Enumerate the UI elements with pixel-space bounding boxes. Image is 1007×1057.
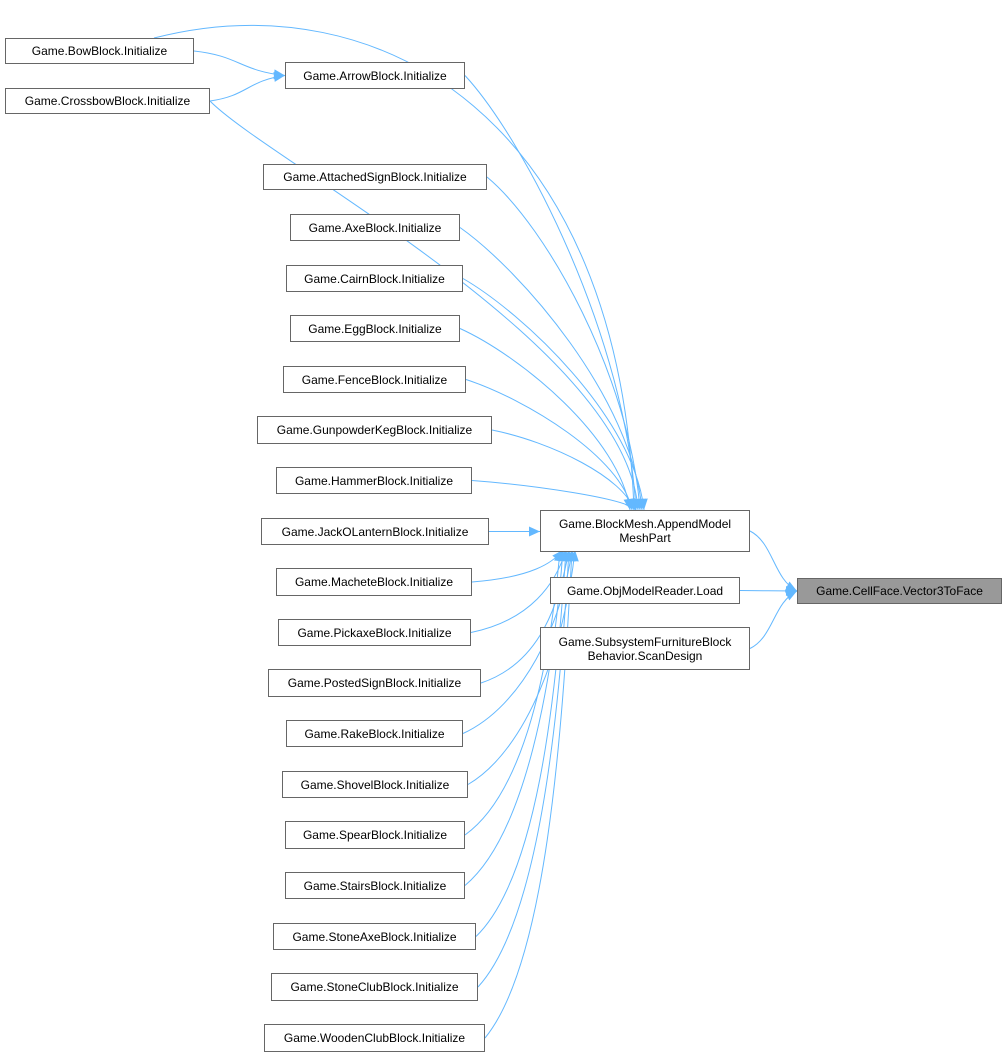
node-arrow-block-initialize[interactable]: Game.ArrowBlock.Initialize: [285, 62, 465, 89]
node-label: Game.StoneClubBlock.Initialize: [290, 980, 459, 994]
node-label: Game.ShovelBlock.Initialize: [300, 777, 450, 792]
node-label: Game.SubsystemFurnitureBlock Behavior.Sc…: [558, 634, 732, 663]
node-label: Game.MacheteBlock.Initialize: [294, 575, 454, 589]
node-stoneclub-block-initialize[interactable]: Game.StoneClubBlock.Initialize: [271, 973, 478, 1001]
arrowhead-icon: [784, 591, 797, 601]
node-crossbow-block-initialize[interactable]: Game.CrossbowBlock.Initialize: [5, 88, 210, 114]
edge-crossbow-to-appendmodel: [209, 100, 639, 511]
node-label: Game.BowBlock.Initialize: [31, 44, 168, 58]
edge-axe-to-appendmodel: [459, 227, 643, 511]
node-label: Game.WoodenClubBlock.Initialize: [283, 1031, 466, 1045]
node-label: Game.StoneAxeBlock.Initialize: [292, 929, 457, 944]
edge-appendmodel-to-vector3toface: [749, 530, 798, 592]
node-subsystemfurnitureblockbehavior-scandesign[interactable]: Game.SubsystemFurnitureBlock Behavior.Sc…: [540, 627, 750, 670]
node-cellface-vector3toface[interactable]: Game.CellFace.Vector3ToFace: [797, 578, 1002, 604]
node-label: Game.BlockMesh.AppendModel MeshPart: [558, 517, 732, 545]
node-label: Game.CrossbowBlock.Initialize: [24, 94, 191, 108]
node-egg-block-initialize[interactable]: Game.EggBlock.Initialize: [290, 315, 460, 342]
node-rake-block-initialize[interactable]: Game.RakeBlock.Initialize: [286, 720, 463, 747]
edge-crossbow-to-arrow: [209, 75, 286, 102]
arrowhead-icon: [637, 498, 648, 510]
node-label: Game.ArrowBlock.Initialize: [303, 68, 447, 83]
edge-stoneaxe-to-appendmodel: [475, 549, 567, 937]
node-label: Game.FenceBlock.Initialize: [301, 372, 448, 387]
edge-hammer-to-appendmodel: [471, 480, 637, 511]
node-label: Game.JackOLanternBlock.Initialize: [281, 524, 469, 539]
node-fence-block-initialize[interactable]: Game.FenceBlock.Initialize: [283, 366, 466, 393]
node-label: Game.StairsBlock.Initialize: [303, 878, 447, 893]
node-blockmesh-appendmodelmeshpart[interactable]: Game.BlockMesh.AppendModel MeshPart: [540, 510, 750, 552]
node-objmodelreader-load[interactable]: Game.ObjModelReader.Load: [550, 577, 740, 604]
node-cairn-block-initialize[interactable]: Game.CairnBlock.Initialize: [286, 265, 463, 292]
node-label: Game.ObjModelReader.Load: [566, 583, 724, 598]
edge-bow-to-appendmodel: [153, 25, 635, 511]
node-label: Game.EggBlock.Initialize: [308, 321, 442, 336]
node-bow-block-initialize[interactable]: Game.BowBlock.Initialize: [5, 38, 194, 64]
arrowhead-icon: [625, 498, 636, 510]
node-label: Game.AxeBlock.Initialize: [308, 220, 442, 235]
node-machete-block-initialize[interactable]: Game.MacheteBlock.Initialize: [276, 568, 472, 596]
node-shovel-block-initialize[interactable]: Game.ShovelBlock.Initialize: [282, 771, 468, 798]
edge-bow-to-arrow: [193, 50, 286, 76]
node-label: Game.SpearBlock.Initialize: [302, 828, 448, 842]
node-label: Game.PickaxeBlock.Initialize: [297, 625, 452, 640]
node-label: Game.CellFace.Vector3ToFace: [816, 584, 983, 598]
edge-stoneclub-to-appendmodel: [477, 549, 570, 988]
node-woodenclub-block-initialize[interactable]: Game.WoodenClubBlock.Initialize: [264, 1024, 485, 1052]
edge-scandesign-to-vector3toface: [749, 590, 798, 649]
node-attachedsign-block-initialize[interactable]: Game.AttachedSignBlock.Initialize: [263, 164, 487, 190]
edge-cairn-to-appendmodel: [462, 278, 645, 511]
node-stairs-block-initialize[interactable]: Game.StairsBlock.Initialize: [285, 872, 465, 899]
node-postedsign-block-initialize[interactable]: Game.PostedSignBlock.Initialize: [268, 669, 481, 697]
edge-woodenclub-to-appendmodel: [484, 549, 573, 1039]
node-spear-block-initialize[interactable]: Game.SpearBlock.Initialize: [285, 821, 465, 849]
edge-arrow-to-appendmodel: [464, 75, 637, 511]
edge-gunpowder-to-appendmodel: [491, 429, 635, 511]
node-hammer-block-initialize[interactable]: Game.HammerBlock.Initialize: [276, 467, 472, 494]
arrowhead-icon: [566, 550, 577, 562]
node-label: Game.HammerBlock.Initialize: [294, 473, 454, 488]
node-label: Game.RakeBlock.Initialize: [304, 726, 445, 741]
edge-egg-to-appendmodel: [459, 328, 631, 511]
node-label: Game.PostedSignBlock.Initialize: [287, 676, 462, 690]
edge-attachedsign-to-appendmodel: [486, 176, 641, 511]
node-jackolantern-block-initialize[interactable]: Game.JackOLanternBlock.Initialize: [261, 518, 489, 545]
node-label: Game.AttachedSignBlock.Initialize: [283, 170, 467, 184]
node-label: Game.CairnBlock.Initialize: [304, 271, 445, 286]
node-pickaxe-block-initialize[interactable]: Game.PickaxeBlock.Initialize: [278, 619, 471, 646]
node-gunpowderkeg-block-initialize[interactable]: Game.GunpowderKegBlock.Initialize: [257, 416, 492, 444]
edge-fence-to-appendmodel: [465, 379, 633, 511]
node-stoneaxe-block-initialize[interactable]: Game.StoneAxeBlock.Initialize: [273, 923, 476, 950]
arrowhead-icon: [273, 72, 285, 82]
arrowhead-icon: [529, 526, 540, 537]
node-label: Game.GunpowderKegBlock.Initialize: [276, 423, 473, 437]
edge-stairs-to-appendmodel: [464, 549, 564, 886]
node-axe-block-initialize[interactable]: Game.AxeBlock.Initialize: [290, 214, 460, 241]
